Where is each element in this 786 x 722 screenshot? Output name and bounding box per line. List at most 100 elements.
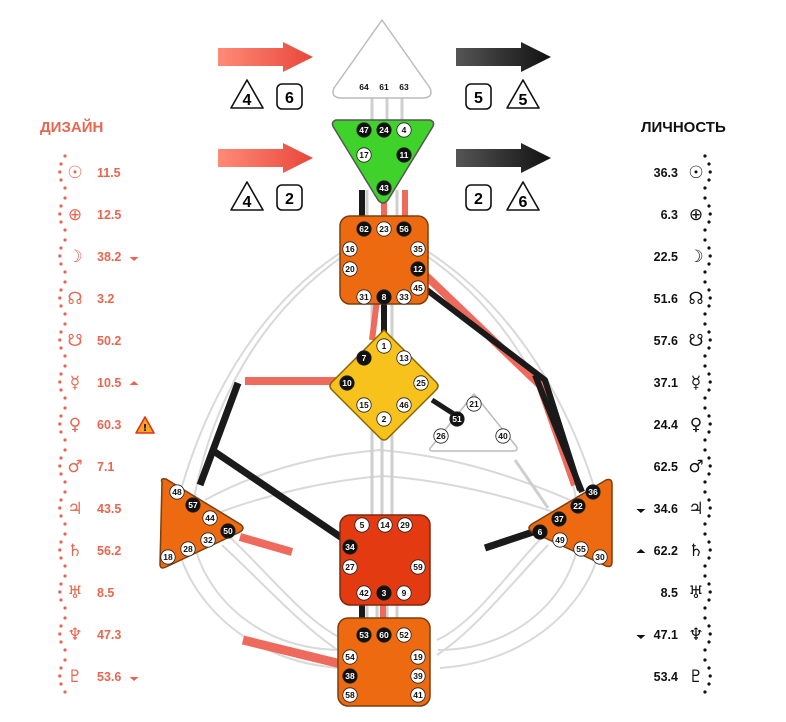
dot — [59, 372, 63, 376]
caret-down-icon — [636, 509, 646, 513]
dot — [63, 364, 67, 368]
gate-label: 16 — [345, 244, 355, 254]
spleen-center — [159, 478, 244, 569]
jupiter-icon: ♃ — [67, 499, 82, 519]
dot — [63, 396, 67, 400]
gate-label: 17 — [359, 150, 369, 160]
gate-31: 31 — [356, 289, 372, 305]
dot — [703, 228, 707, 232]
gate-circle — [376, 627, 392, 643]
gate-label: 37 — [554, 514, 564, 524]
personality-planet-row: ♅8.5 — [661, 574, 712, 610]
venus-icon: ♀ — [69, 415, 81, 435]
dot — [708, 338, 712, 342]
gate-label: 54 — [345, 652, 355, 662]
gate-circle — [185, 497, 201, 513]
jupiter-icon: ♃ — [688, 499, 703, 519]
dot — [703, 270, 707, 274]
design-top-left-value: 4 — [243, 92, 252, 109]
north-node-icon: ☊ — [688, 289, 703, 309]
dot — [707, 598, 711, 602]
gate-circle — [410, 559, 426, 575]
gate-circle — [552, 532, 568, 548]
dot — [707, 178, 711, 182]
design-top-right-badge: 6 — [276, 83, 303, 110]
planet-value: 51.6 — [654, 292, 678, 306]
gate-23: 23 — [376, 221, 392, 237]
dot — [59, 388, 63, 392]
gate-20: 20 — [342, 261, 358, 277]
planet-value: 7.1 — [97, 460, 114, 474]
arrow-right-icon — [218, 42, 313, 72]
gate-label: 9 — [402, 588, 407, 598]
dot — [63, 154, 67, 158]
gate-label: 13 — [399, 353, 409, 363]
personality-planet-row: ♄62.2 — [636, 532, 712, 568]
personality-top-right-badge: 5 — [506, 79, 540, 109]
gate-63: 63 — [399, 82, 409, 92]
gate-62: 62 — [356, 221, 372, 237]
gate-label: 27 — [345, 562, 355, 572]
personality-planet-row: ♆47.1 — [636, 616, 712, 652]
gate-label: 59 — [413, 562, 423, 572]
gate-circle — [396, 397, 412, 413]
gate-18: 18 — [160, 549, 176, 565]
caret-down-icon — [129, 677, 139, 681]
dot — [707, 414, 711, 418]
gate-label: 35 — [413, 244, 423, 254]
planet-value: 50.2 — [97, 334, 121, 348]
gate-circle — [160, 549, 176, 565]
gate-48: 48 — [169, 484, 185, 500]
gate-10: 10 — [339, 375, 355, 391]
caret-down-icon — [636, 635, 646, 639]
dot — [707, 246, 711, 250]
planet-value: 53.4 — [654, 670, 678, 684]
gate-label: 55 — [576, 544, 586, 554]
design-planet-row: ♅8.5 — [58, 574, 114, 610]
dot — [58, 380, 62, 384]
design-arrow-bottom — [218, 143, 313, 173]
dot — [703, 238, 707, 242]
planet-value: 8.5 — [97, 586, 114, 600]
design-bottom-right-value: 2 — [285, 191, 294, 208]
gate-label: 53 — [359, 630, 369, 640]
gate-label: 49 — [555, 535, 565, 545]
gate-circle — [570, 498, 586, 514]
gate-circle — [220, 523, 236, 539]
dot — [63, 186, 67, 190]
gate-circle — [396, 289, 412, 305]
gate-circle — [169, 484, 185, 500]
gate-label: 8 — [382, 292, 387, 302]
mars-icon: ♂ — [688, 457, 703, 477]
gate-49: 49 — [552, 532, 568, 548]
gate-17: 17 — [356, 147, 372, 163]
dot — [703, 406, 707, 410]
personality-planet-column: ☉36.3⊕6.3☽22.5☊51.6☋57.6☿37.1♀24.4♂62.5♃… — [636, 154, 712, 694]
personality-top-left-badge: 5 — [465, 83, 492, 110]
dot — [703, 574, 707, 578]
dot — [63, 616, 67, 620]
gate-label: 22 — [573, 501, 583, 511]
gate-circle — [410, 280, 426, 296]
dot — [63, 438, 67, 442]
head-center — [332, 19, 432, 99]
dot — [59, 414, 63, 418]
dot — [63, 270, 67, 274]
gate-label: 25 — [416, 378, 426, 388]
personality-planet-row: ♂62.5 — [654, 448, 712, 484]
gate-40: 40 — [495, 428, 511, 444]
south-node-icon: ☋ — [688, 331, 703, 351]
square-badge-icon — [276, 83, 303, 110]
dot — [63, 196, 67, 200]
gate-label: 5 — [360, 520, 365, 530]
personality-planet-row: ♇53.4 — [654, 658, 712, 694]
gate-label: 42 — [359, 588, 369, 598]
sun-icon: ☉ — [688, 163, 703, 183]
gate-circle — [466, 396, 482, 412]
planet-value: 24.4 — [654, 418, 678, 432]
design-planet-row: ♀60.3! — [58, 406, 155, 442]
gate-label: 7 — [362, 353, 367, 363]
personality-arrow-bottom — [456, 143, 551, 173]
channel-line — [238, 533, 294, 556]
gate-45: 45 — [410, 280, 426, 296]
